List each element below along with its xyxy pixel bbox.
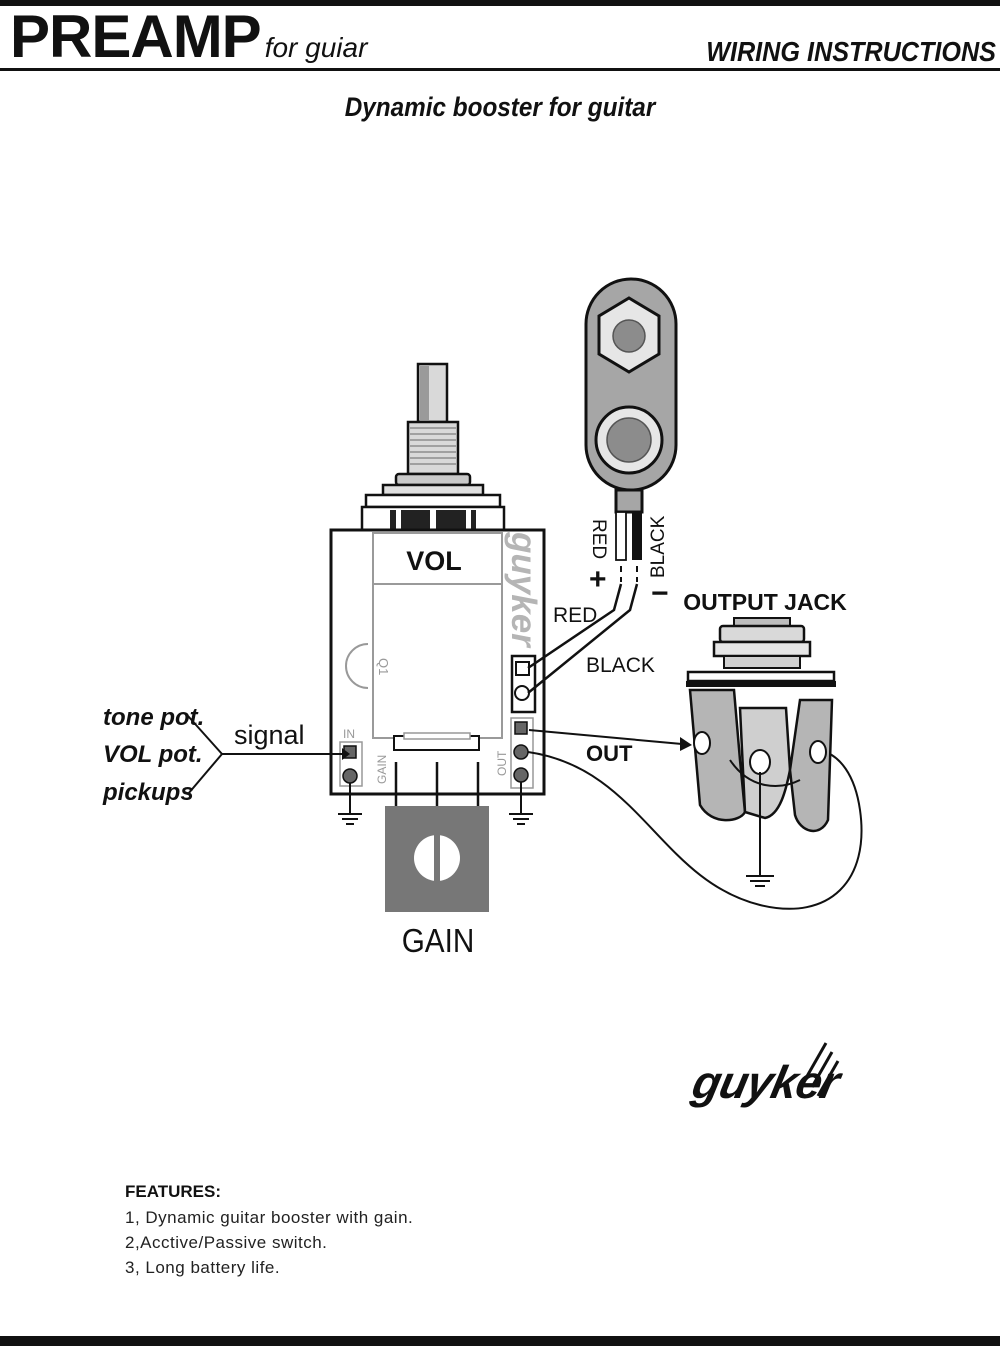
source-tone-pot: tone pot. <box>103 704 204 731</box>
signal-label: signal <box>234 720 305 750</box>
preamp-board: VOL Q1 guyker IN GAIN OUT <box>329 528 546 796</box>
signal-inputs <box>187 715 342 795</box>
ground-symbol <box>338 783 362 825</box>
battery-snap: RED BLACK + − <box>584 277 678 610</box>
header-rule <box>0 68 1000 71</box>
battery-black-label: BLACK <box>648 515 669 578</box>
wiring-instructions-title: WIRING INSTRUCTIONS <box>706 36 996 67</box>
signal-arrow <box>342 748 350 760</box>
pcb-gain-label: GAIN <box>375 755 389 784</box>
brand-logo: guyker <box>687 1042 848 1108</box>
source-vol-pot: VOL pot. <box>103 741 203 768</box>
bottom-border <box>0 1336 1000 1346</box>
top-border <box>0 0 1000 6</box>
q1-label: Q1 <box>376 658 391 675</box>
features-title: FEATURES: <box>125 1182 222 1201</box>
source-pickups: pickups <box>102 779 194 806</box>
plus-sign: + <box>589 563 607 596</box>
brand-logo-text: guyker <box>687 1056 848 1107</box>
output-jack-label: OUTPUT JACK <box>683 589 847 615</box>
gain-label: GAIN <box>402 923 475 960</box>
board-logo: guyker <box>504 531 543 649</box>
ground-symbol <box>746 772 774 887</box>
pcb-in-label: IN <box>343 727 355 741</box>
vol-label: VOL <box>406 546 462 576</box>
battery-wires <box>527 583 639 694</box>
title-main: PREAMP <box>10 3 262 70</box>
out-label: OUT <box>586 741 633 766</box>
page-subtitle: Dynamic booster for guitar <box>344 92 656 122</box>
ground-symbol <box>509 782 533 825</box>
gain-trimmer: GAIN <box>385 762 489 959</box>
feature-item: 1, Dynamic guitar booster with gain. <box>125 1208 414 1227</box>
feature-item: 2,Acctive/Passive switch. <box>125 1233 328 1252</box>
minus-sign: − <box>651 577 669 610</box>
title-suffix: for guiar <box>264 32 368 63</box>
output-jack: OUTPUT JACK <box>683 589 847 833</box>
feature-item: 3, Long battery life. <box>125 1258 281 1277</box>
wire-red-label: RED <box>553 604 597 627</box>
out-arrow <box>680 737 692 751</box>
features-section: FEATURES: 1, Dynamic guitar booster with… <box>125 1182 413 1280</box>
battery-red-label: RED <box>588 519 609 559</box>
pcb-out-label: OUT <box>495 750 509 776</box>
output-wire <box>527 729 863 910</box>
volume-pot <box>360 362 506 532</box>
wire-black-label: BLACK <box>586 654 655 677</box>
